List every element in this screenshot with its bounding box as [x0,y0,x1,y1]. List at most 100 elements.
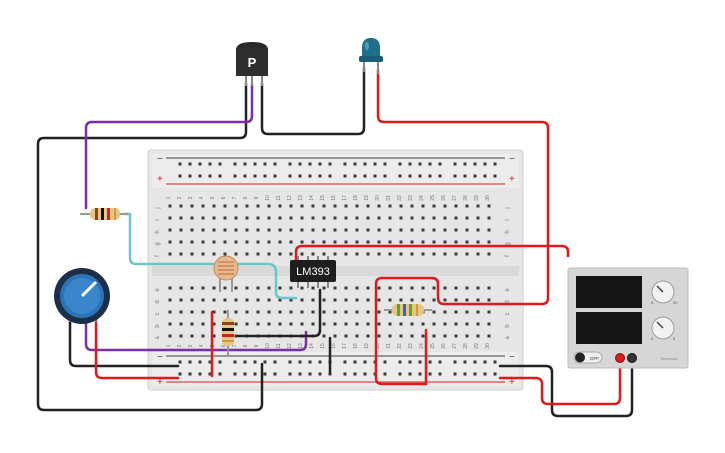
breadboard-hole[interactable] [421,216,425,220]
breadboard-hole[interactable] [410,286,414,290]
breadboard-hole[interactable] [245,252,249,256]
breadboard-hole[interactable] [253,162,257,166]
breadboard-hole[interactable] [465,286,469,290]
breadboard-hole[interactable] [443,310,447,314]
breadboard-hole[interactable] [443,252,447,256]
breadboard-hole[interactable] [267,216,271,220]
breadboard-hole[interactable] [463,174,467,178]
breadboard-hole[interactable] [421,252,425,256]
breadboard-hole[interactable] [410,334,414,338]
breadboard-hole[interactable] [418,162,422,166]
breadboard-hole[interactable] [432,286,436,290]
breadboard-hole[interactable] [398,162,402,166]
breadboard-hole[interactable] [168,286,172,290]
breadboard-hole[interactable] [366,216,370,220]
breadboard-hole[interactable] [388,240,392,244]
breadboard-hole[interactable] [476,240,480,244]
breadboard-hole[interactable] [212,204,216,208]
breadboard-hole[interactable] [428,360,432,364]
breadboard-hole[interactable] [487,228,491,232]
breadboard-hole[interactable] [212,298,216,302]
breadboard-hole[interactable] [256,286,260,290]
breadboard-hole[interactable] [408,372,412,376]
breadboard-hole[interactable] [328,372,332,376]
breadboard-hole[interactable] [476,216,480,220]
breadboard-hole[interactable] [278,322,282,326]
breadboard-hole[interactable] [465,252,469,256]
breadboard-hole[interactable] [233,360,237,364]
breadboard-hole[interactable] [168,322,172,326]
breadboard-hole[interactable] [473,360,477,364]
breadboard-hole[interactable] [465,334,469,338]
resistor-right[interactable] [384,304,432,316]
breadboard-hole[interactable] [288,174,292,178]
breadboard-hole[interactable] [487,322,491,326]
breadboard-hole[interactable] [179,228,183,232]
breadboard-hole[interactable] [243,360,247,364]
breadboard-hole[interactable] [418,372,422,376]
breadboard-hole[interactable] [179,286,183,290]
breadboard-hole[interactable] [487,298,491,302]
breadboard-hole[interactable] [179,204,183,208]
breadboard-hole[interactable] [308,360,312,364]
breadboard-hole[interactable] [289,252,293,256]
breadboard-hole[interactable] [201,286,205,290]
breadboard-hole[interactable] [267,298,271,302]
breadboard-hole[interactable] [289,322,293,326]
breadboard-hole[interactable] [443,216,447,220]
breadboard-hole[interactable] [288,162,292,166]
breadboard-hole[interactable] [487,252,491,256]
breadboard-hole[interactable] [311,286,315,290]
breadboard-hole[interactable] [366,240,370,244]
breadboard-hole[interactable] [483,372,487,376]
breadboard-hole[interactable] [234,298,238,302]
breadboard-hole[interactable] [476,204,480,208]
breadboard-hole[interactable] [212,310,216,314]
breadboard-hole[interactable] [421,286,425,290]
potentiometer[interactable] [54,268,110,324]
wire-red-chip-supply[interactable] [294,244,570,264]
breadboard-hole[interactable] [454,286,458,290]
breadboard-hole[interactable] [245,204,249,208]
photoresistor[interactable] [213,255,239,292]
blue-led[interactable] [359,38,383,74]
breadboard-hole[interactable] [366,228,370,232]
breadboard-hole[interactable] [333,310,337,314]
breadboard-hole[interactable] [234,204,238,208]
breadboard-hole[interactable] [168,334,172,338]
breadboard-hole[interactable] [311,310,315,314]
breadboard-hole[interactable] [465,240,469,244]
breadboard-hole[interactable] [421,240,425,244]
breadboard-hole[interactable] [273,162,277,166]
breadboard-hole[interactable] [487,240,491,244]
breadboard-hole[interactable] [465,322,469,326]
breadboard-hole[interactable] [298,174,302,178]
breadboard-hole[interactable] [410,298,414,302]
breadboard-hole[interactable] [388,298,392,302]
breadboard-hole[interactable] [188,372,192,376]
breadboard-hole[interactable] [201,322,205,326]
breadboard-hole[interactable] [344,252,348,256]
breadboard-hole[interactable] [278,298,282,302]
breadboard-hole[interactable] [179,298,183,302]
breadboard-hole[interactable] [263,174,267,178]
breadboard-hole[interactable] [256,228,260,232]
breadboard-hole[interactable] [366,252,370,256]
breadboard-hole[interactable] [256,310,260,314]
breadboard-hole[interactable] [267,286,271,290]
breadboard-hole[interactable] [432,298,436,302]
breadboard-hole[interactable] [454,228,458,232]
breadboard-hole[interactable] [344,286,348,290]
breadboard-hole[interactable] [487,286,491,290]
breadboard-hole[interactable] [333,298,337,302]
breadboard-hole[interactable] [465,310,469,314]
breadboard-hole[interactable] [322,228,326,232]
breadboard-hole[interactable] [245,298,249,302]
breadboard-hole[interactable] [432,310,436,314]
breadboard-hole[interactable] [218,372,222,376]
breadboard-hole[interactable] [218,162,222,166]
breadboard-hole[interactable] [333,334,337,338]
breadboard-hole[interactable] [388,310,392,314]
breadboard-hole[interactable] [190,204,194,208]
